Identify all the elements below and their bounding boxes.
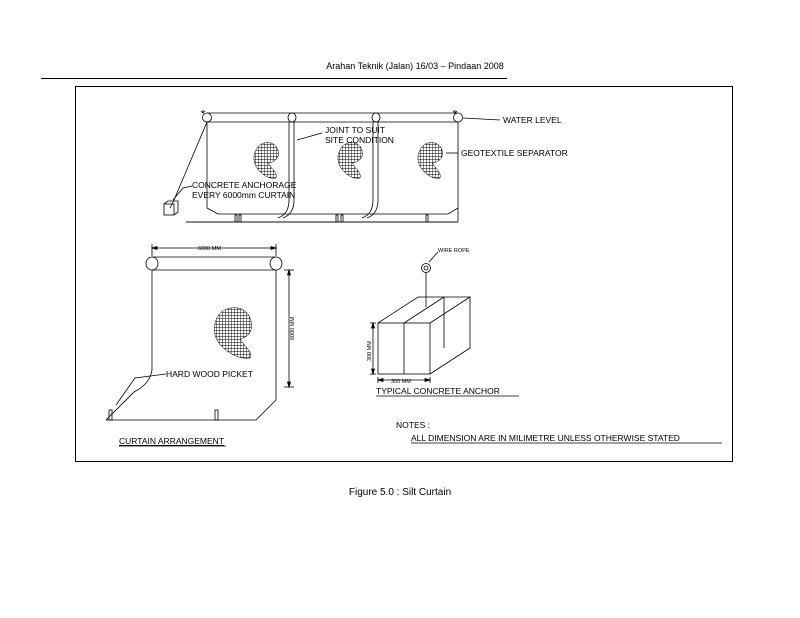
leader-anchorage [172,185,193,201]
figure-frame [75,86,733,462]
leader-wire-rope [428,251,439,263]
label-wire-rope: WIRE ROPE [438,248,470,254]
wire-rope-ring [421,263,431,273]
label-geotextile: GEOTEXTILE SEPARATOR [461,148,568,158]
arr-pipe-left [145,256,159,271]
label-curtain-arrangement: CURTAIN ARRANGEMENT [119,436,224,446]
curtain-ground-line [122,399,277,421]
label-joint-line1: JOINT TO SUIT [325,125,385,135]
float-pipe-joint-1 [287,112,297,123]
float-pipe-end-left [202,112,212,123]
concrete-anchor-block [163,203,175,216]
header-rule [41,78,507,79]
label-anchorage-line1: CONCRETE ANCHORAGE [192,180,297,190]
label-anchorage-line2: EVERY 6000mm CURTAIN [192,190,295,200]
anchor-right-face [429,297,471,375]
concrete-anchor-drawing [370,251,472,383]
curtain-joint-1 [277,122,290,219]
float-pipe-joint-2 [371,112,381,123]
curtain-left-skirt [105,369,153,421]
label-typical-anchor: TYPICAL CONCRETE ANCHOR [376,386,500,396]
anchor-cable [169,121,208,209]
curtain-arrangement-drawing [105,244,294,421]
arr-pipe-right [269,256,283,271]
document-header: Arahan Teknik (Jalan) 16/03 – Pindaan 20… [326,61,504,71]
label-width-dim: 6000 MM [198,246,221,252]
picket [234,214,238,223]
notes-text: ALL DIMENSION ARE IN MILIMETRE UNLESS OT… [411,433,680,443]
leader-joint [296,132,323,141]
leader-water-level [462,117,501,121]
label-anchor-height-dim: 300 MM [367,341,373,361]
geotextile-patch-1 [253,142,279,179]
label-hardwood-picket: HARD WOOD PICKET [166,369,253,379]
arr-picket-2 [214,409,219,421]
float-pipe-end-right [453,112,463,123]
notes-title: NOTES : [396,420,430,430]
geotextile-patches [253,142,443,179]
geotextile-patch-arrangement [214,307,252,359]
label-joint-line2: SITE CONDITION [325,135,394,145]
figure-caption: Figure 5.0 : Silt Curtain [348,487,452,498]
label-anchor-width-dim: 300 MM [391,379,411,385]
label-height-dim: 6000 MM [290,317,296,340]
curtain-skirt-front [206,207,459,215]
geotextile-patch-3 [417,142,443,179]
geotextile-patch-2 [337,142,363,179]
curtain-elevation [163,110,501,223]
leader-picket [115,373,167,406]
arr-picket-1 [108,409,113,421]
label-water-level: WATER LEVEL [503,115,562,125]
curtain-joint-2 [361,122,374,219]
